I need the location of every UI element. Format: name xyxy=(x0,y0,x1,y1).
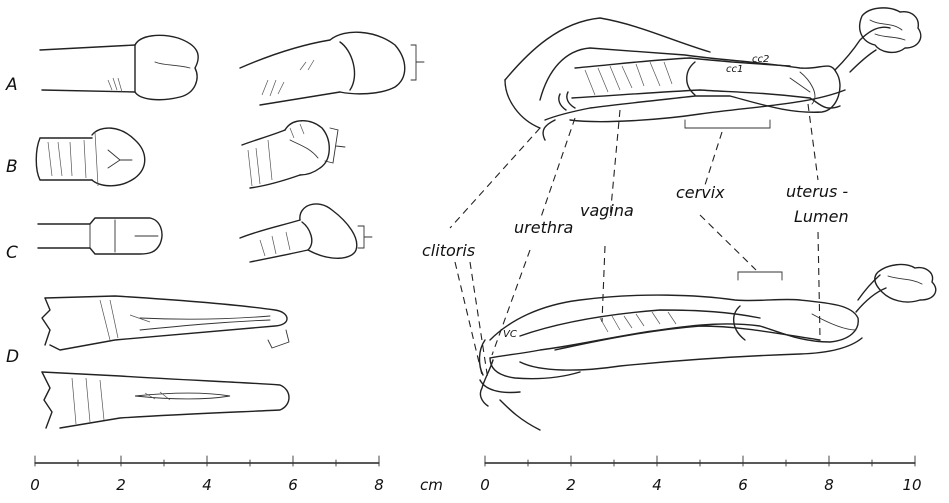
specimen-c-ventral xyxy=(38,218,162,254)
label-cc2: cc2 xyxy=(752,54,769,65)
left-scale-tick-8: 8 xyxy=(374,476,384,494)
right-scale-tick-6: 6 xyxy=(738,476,748,494)
label-cc1: cc1 xyxy=(726,64,743,75)
row-label-c: C xyxy=(6,243,18,263)
label-cervix: cervix xyxy=(676,183,725,202)
right-scale-tick-4: 4 xyxy=(652,476,662,494)
specimen-c-lateral xyxy=(240,204,372,262)
left-scale-tick-2: 2 xyxy=(116,476,126,494)
right-scale-tick-8: 8 xyxy=(824,476,834,494)
left-scale-bar: 0 2 4 6 8 xyxy=(30,456,384,494)
specimen-a-lateral xyxy=(240,32,424,105)
left-scale-tick-6: 6 xyxy=(288,476,298,494)
lower-sagittal-section: VC xyxy=(479,265,935,430)
left-scale-tick-0: 0 xyxy=(30,476,40,494)
specimen-b-lateral xyxy=(242,121,345,188)
label-lumen: Lumen xyxy=(794,207,849,226)
right-scale-unit: cm xyxy=(420,476,443,494)
specimen-b-ventral xyxy=(36,128,145,186)
label-vagina: vagina xyxy=(580,201,634,220)
right-scale-tick-2: 2 xyxy=(566,476,576,494)
specimen-d-upper xyxy=(42,296,289,350)
label-vc: VC xyxy=(503,329,517,340)
right-scale-tick-0: 0 xyxy=(480,476,490,494)
label-urethra: urethra xyxy=(514,218,573,237)
row-label-b: B xyxy=(6,157,18,177)
label-uterus: uterus - xyxy=(786,182,848,201)
right-scale-bar: cm 0 2 4 6 8 10 xyxy=(420,456,922,494)
row-label-d: D xyxy=(6,347,19,367)
specimen-d-lower xyxy=(42,372,289,428)
row-label-a: A xyxy=(5,75,18,95)
upper-sagittal-section: cc1 cc2 xyxy=(505,8,921,140)
label-clitoris: clitoris xyxy=(422,241,475,260)
specimen-a-ventral xyxy=(40,35,198,99)
right-scale-tick-10: 10 xyxy=(902,476,921,494)
left-scale-tick-4: 4 xyxy=(202,476,212,494)
